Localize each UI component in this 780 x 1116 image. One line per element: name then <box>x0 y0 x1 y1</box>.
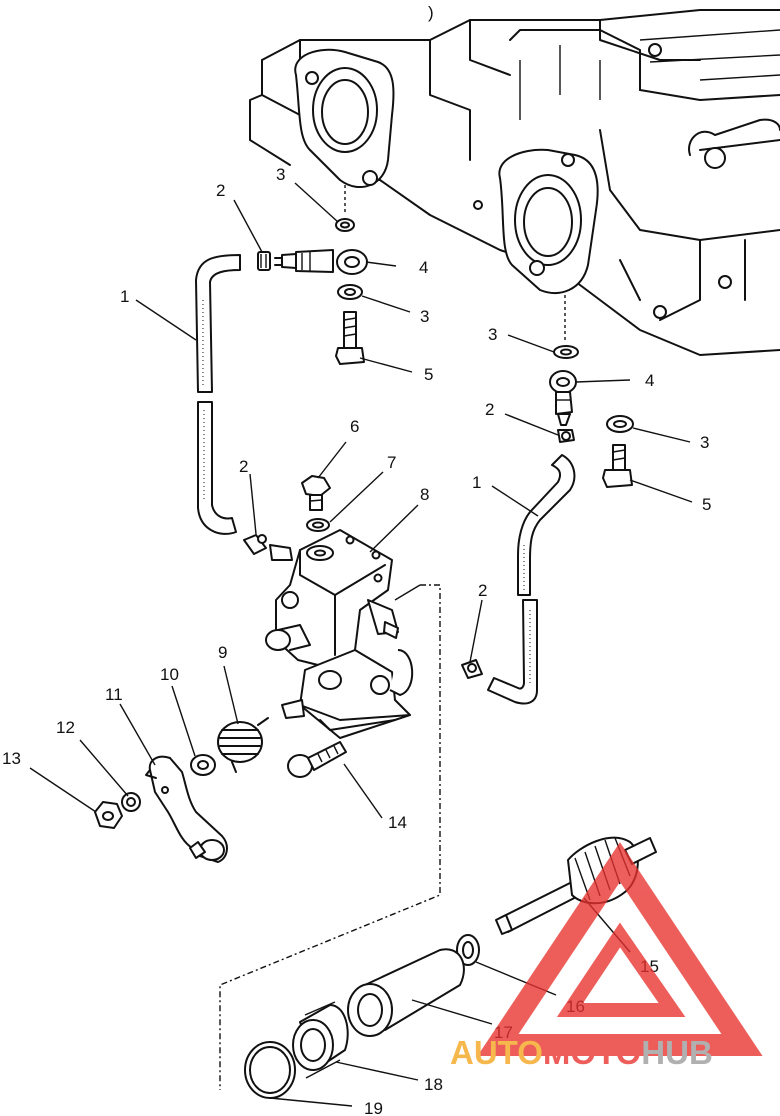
callout-7: 7 <box>387 453 396 472</box>
banjo-bolt-5-left <box>343 311 357 349</box>
top-mark: ) <box>428 3 434 22</box>
hose-clamp-2-left <box>243 534 267 555</box>
callout-3-upper-right: 3 <box>488 325 497 344</box>
callout-13: 13 <box>2 749 21 768</box>
washer-3-lower-left <box>337 284 363 300</box>
callout-2-left: 2 <box>239 457 248 476</box>
oil-hose-1-left-lower <box>197 401 237 535</box>
callout-8: 8 <box>420 485 429 504</box>
washer-3-right <box>606 415 634 433</box>
washer-3-upper-right <box>553 345 579 359</box>
oil-hose-1-right-upper <box>517 454 576 596</box>
assembly-frame-line <box>219 584 441 1090</box>
callout-19: 19 <box>364 1099 383 1116</box>
automotohub-watermark: AUTOMOTOHUB <box>450 842 763 1071</box>
bleed-screw-6 <box>301 475 331 497</box>
watermark-triangle-inner <box>556 922 686 1017</box>
watermark-word-auto: AUTO <box>450 1034 543 1071</box>
hose-clamp-2-right-upper <box>557 429 575 443</box>
thrust-washer-16 <box>456 934 480 966</box>
callout-18: 18 <box>424 1075 443 1094</box>
callout-12: 12 <box>56 718 75 737</box>
watermark-word-hub: HUB <box>641 1034 713 1071</box>
washer-3-upper-left <box>335 218 355 232</box>
hose-clamp-2-right-lower <box>461 659 483 679</box>
sealing-washer-7 <box>306 518 330 532</box>
callout-6: 6 <box>350 417 359 436</box>
shaft-sleeve-17 <box>347 948 465 1037</box>
watermark-triangle-outer <box>477 842 763 1056</box>
washer-10 <box>190 754 216 776</box>
callout-3-lower-left: 3 <box>420 307 429 326</box>
hose-clamp-2-upper <box>257 251 271 271</box>
left-banjo-fitting <box>274 218 368 365</box>
seal-bushing-18 <box>292 1001 349 1079</box>
watermark-wordmark: AUTOMOTOHUB <box>450 1034 713 1071</box>
callout-3-upper-left: 3 <box>276 165 285 184</box>
callout-9: 9 <box>218 643 227 662</box>
callout-2-right-upper: 2 <box>485 400 494 419</box>
lock-washer-12 <box>121 792 141 812</box>
callout-1-right: 1 <box>472 473 481 492</box>
engine-cylinder-block <box>249 9 780 356</box>
control-lever-11 <box>145 755 228 863</box>
callout-2-right-lower: 2 <box>478 581 487 600</box>
watermark-word-moto: MOTO <box>543 1034 641 1071</box>
callout-4-right: 4 <box>645 371 654 390</box>
callout-10: 10 <box>160 665 179 684</box>
callout-2-upper: 2 <box>216 181 225 200</box>
nut-13 <box>94 801 123 829</box>
callout-4-left: 4 <box>419 258 428 277</box>
oil-hose-1-right-lower <box>487 599 538 705</box>
callout-11: 11 <box>105 685 123 704</box>
oil-pump-assembly <box>265 475 414 739</box>
callout-14: 14 <box>388 813 407 832</box>
mounting-screw-14 <box>287 741 347 778</box>
callout-5-right: 5 <box>702 495 711 514</box>
callout-1-left: 1 <box>120 287 129 306</box>
banjo-bolt-5-right <box>612 444 626 471</box>
oil-hose-1-left-upper <box>195 254 241 393</box>
o-ring-19 <box>244 1041 296 1099</box>
leader-lines <box>29 182 693 1107</box>
assembly-frame-tick <box>394 584 421 601</box>
callout-3-right: 3 <box>700 433 709 452</box>
callout-5-left: 5 <box>424 365 433 384</box>
return-spring-9 <box>217 717 269 773</box>
